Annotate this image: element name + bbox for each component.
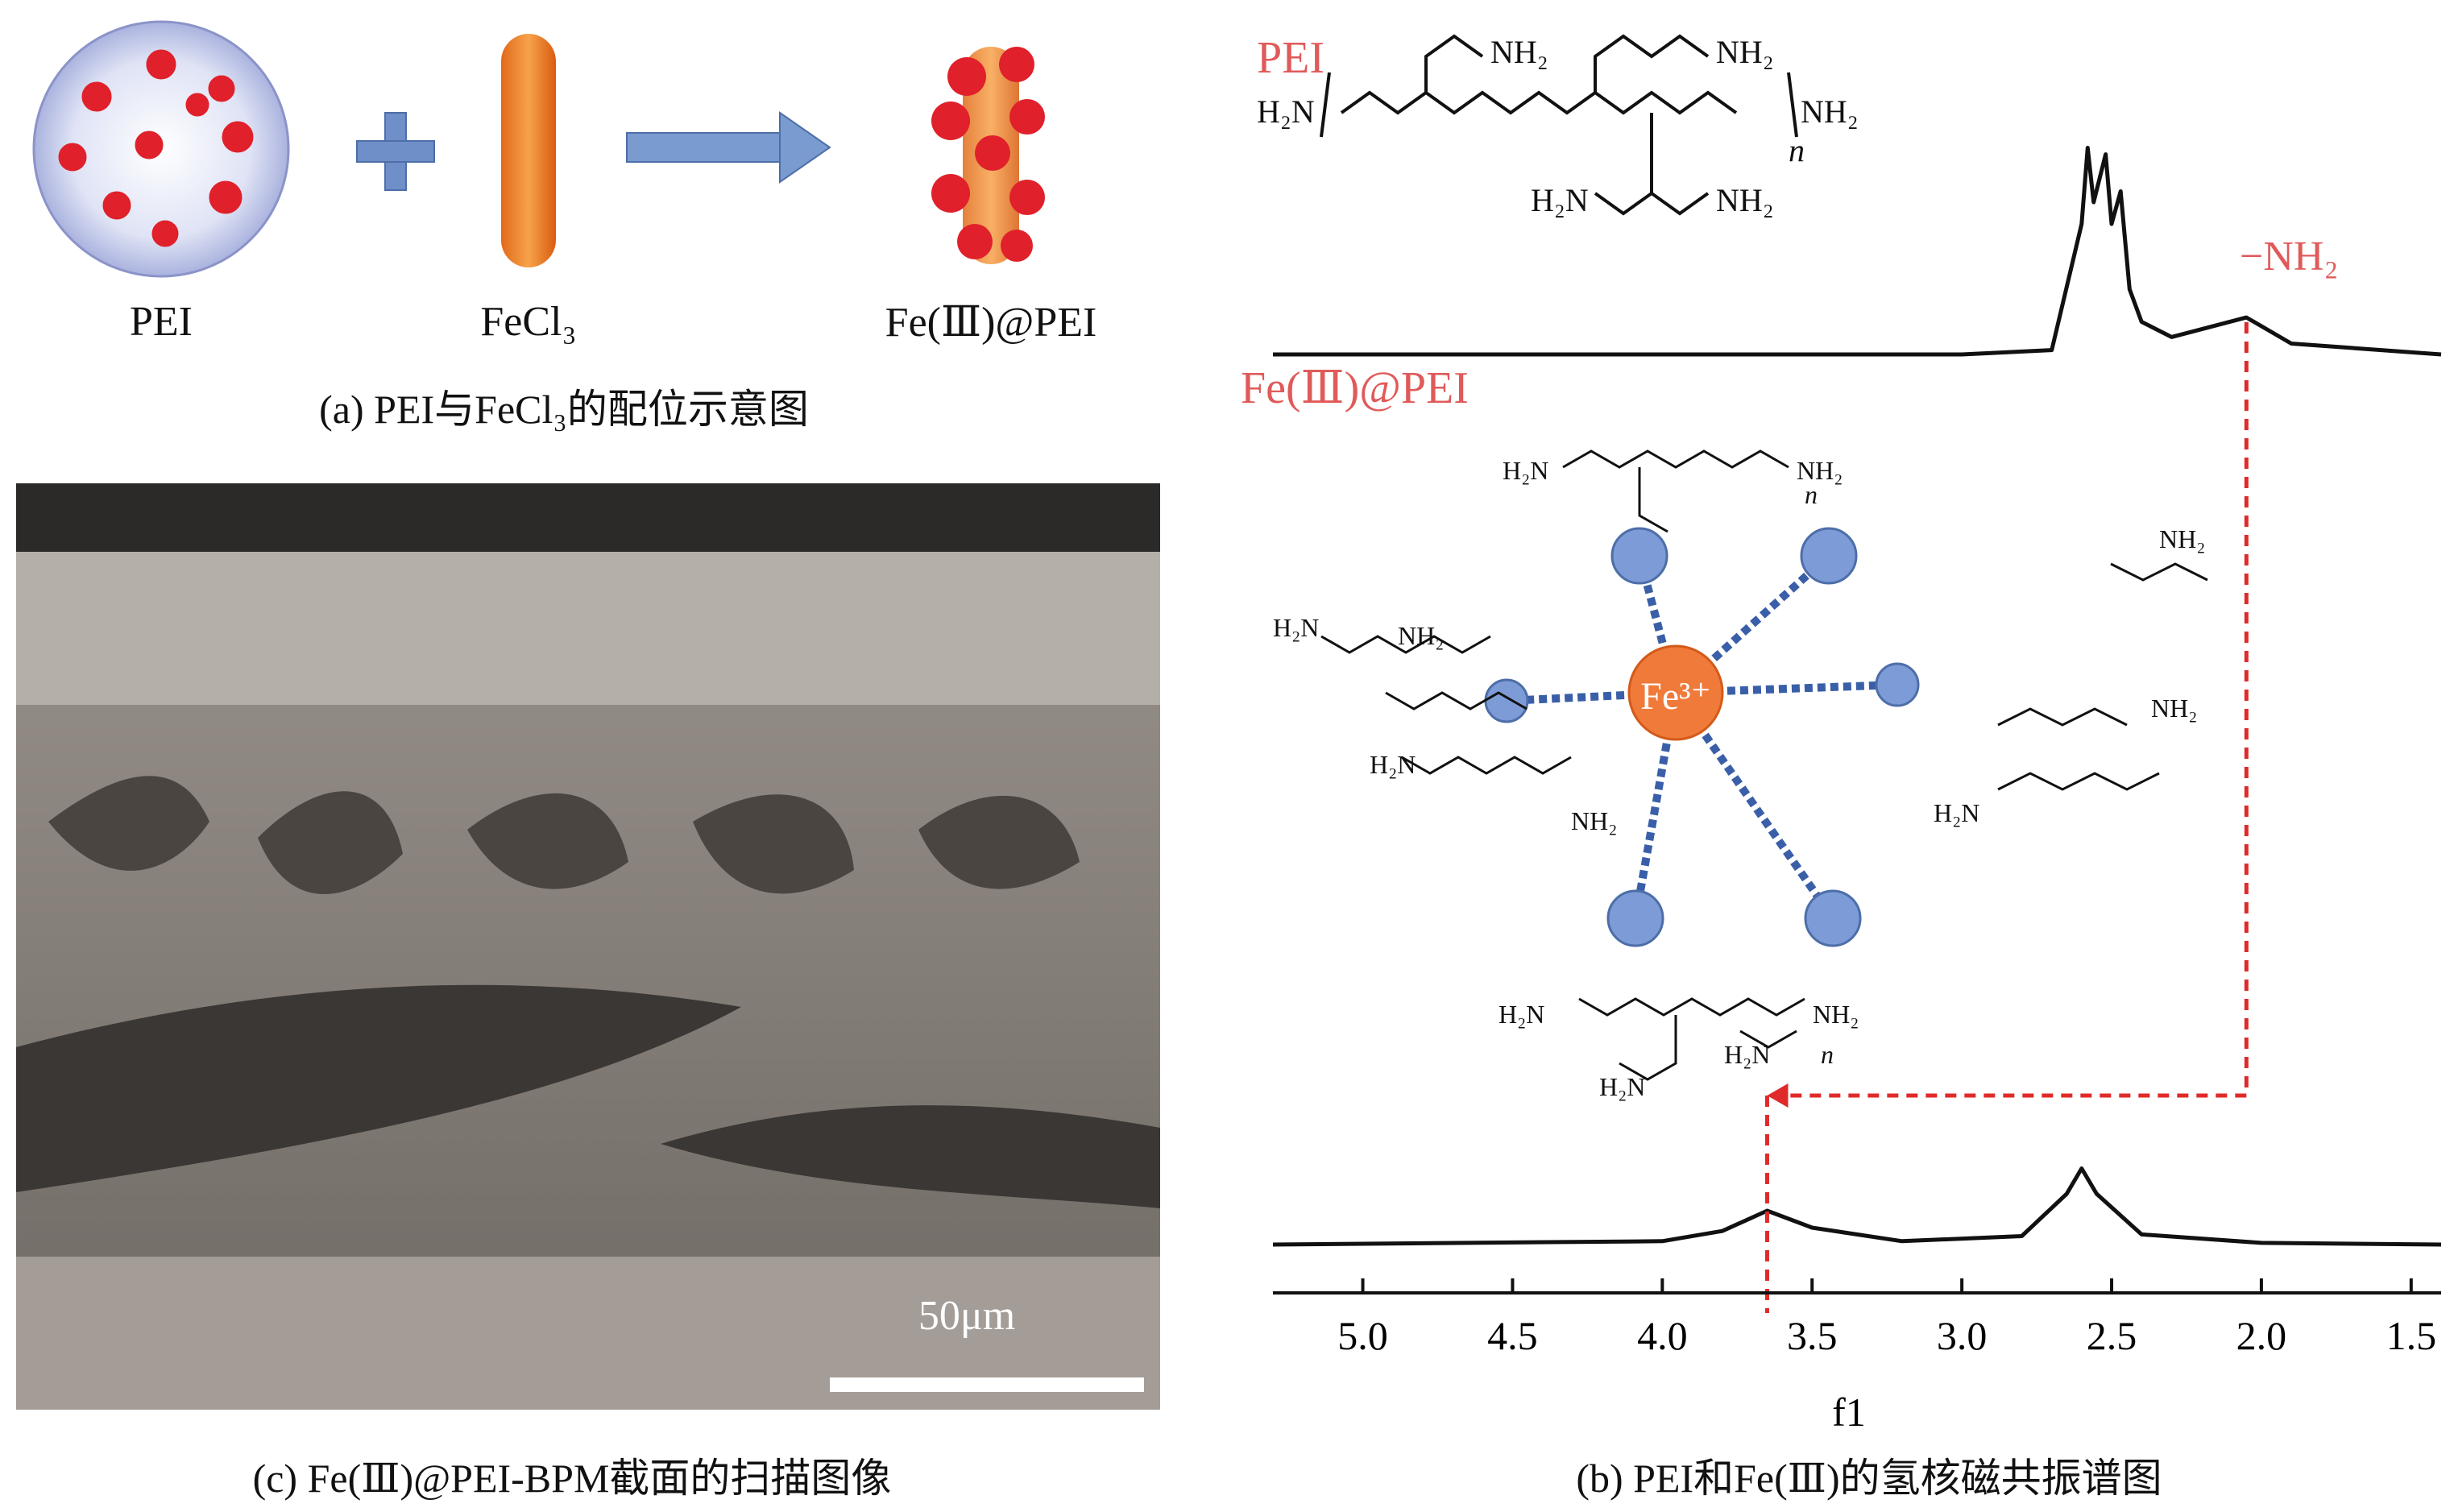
- reaction-arrow-icon: [626, 111, 831, 184]
- fe-pei-product-icon: [931, 47, 1045, 264]
- pei-subscript-n: n: [1789, 132, 1805, 168]
- nh2-label: −NH₂: [2240, 234, 2339, 280]
- plus-icon: [356, 112, 435, 191]
- pei-label-a: PEI: [130, 299, 193, 345]
- x-tick-label-0: 5.0: [1337, 1313, 1388, 1358]
- fe-pei-label-b: Fe(Ⅲ)@PEI: [1241, 363, 1469, 413]
- pei-nh2-1: NH₂: [1490, 34, 1548, 70]
- nmr-panel: PEI Fe(Ⅲ)@PEI −NH₂ H₂N NH₂ NH₂ NH₂ H₂N N…: [1241, 33, 2442, 1435]
- ligand-h2n-left: H₂N: [1273, 613, 1319, 642]
- ligand-h2n-right: H₂N: [1934, 798, 1979, 827]
- x-tick-label-6: 2.0: [2236, 1313, 2287, 1358]
- x-axis-label: f1: [1832, 1390, 1866, 1435]
- x-axis: 5.0 4.5 4.0 3.5 3.0 2.5 2.0 1.5: [1273, 1278, 2441, 1358]
- x-tick-label-4: 3.0: [1937, 1313, 1988, 1358]
- ligand-h2n-top: H₂N: [1503, 456, 1548, 485]
- ligand-nh2-left2: NH₂: [1571, 806, 1617, 835]
- pei-nh2-3: NH₂: [1801, 93, 1859, 130]
- ligand-h2n-bottom2: H₂N: [1599, 1072, 1645, 1101]
- sem-image: 50μm: [16, 483, 1160, 1410]
- fecl3-rod-icon: [501, 34, 556, 267]
- spectrum-line-1: [1273, 146, 2442, 357]
- spectra-group: [1272, 146, 2442, 1247]
- shift-arrow-icon: [1767, 1083, 1789, 1108]
- ligand-nh2-top: NH₂: [1797, 456, 1843, 485]
- pei-nh2-2: NH₂: [1716, 34, 1774, 70]
- fe-pei-label-a: Fe(Ⅲ)@PEI: [885, 300, 1097, 346]
- pei-nh2-4: NH₂: [1716, 182, 1774, 218]
- pei-label-b: PEI: [1257, 33, 1324, 83]
- pei-structure: [1320, 34, 1798, 216]
- caption-b: (b) PEI和Fe(Ⅲ)的氢核磁共振谱图: [1576, 1456, 2162, 1501]
- fe-center-label: Fe³⁺: [1640, 675, 1711, 718]
- x-tick-label-5: 2.5: [2087, 1313, 2137, 1358]
- ligand-sub-top: n: [1805, 480, 1818, 509]
- panel-a-schematic: [32, 20, 1045, 278]
- pei-h2n-2: H₂N: [1531, 182, 1589, 218]
- shift-guide: [1764, 322, 2249, 1313]
- x-tick-label-3: 3.5: [1787, 1313, 1838, 1358]
- spectrum-line-2: [1272, 1166, 2442, 1247]
- scale-bar: [830, 1377, 1144, 1392]
- pei-h2n-1: H₂N: [1257, 93, 1315, 130]
- caption-a: (a) PEI与FeCl₃的配位示意图: [319, 387, 809, 432]
- fecl3-label: FeCl₃: [480, 299, 577, 345]
- ligand-chains: [1320, 449, 2208, 1081]
- pei-sphere-icon: [32, 20, 290, 278]
- ligand-nh2-left: NH₂: [1398, 621, 1444, 650]
- caption-c: (c) Fe(Ⅲ)@PEI-BPM截面的扫描图像: [252, 1456, 892, 1501]
- ligand-nh2-right: NH₂: [2159, 524, 2205, 553]
- scale-bar-label: 50μm: [918, 1293, 1015, 1339]
- fe-complex: Fe³⁺: [1484, 527, 1920, 947]
- x-tick-label-7: 1.5: [2386, 1313, 2437, 1358]
- ligand-nh2-bottom: NH₂: [1813, 1000, 1859, 1029]
- ligand-h2n-bottom: H₂N: [1499, 1000, 1544, 1029]
- ligand-h2n-left2: H₂N: [1370, 750, 1416, 779]
- x-tick-label-2: 4.0: [1637, 1313, 1688, 1358]
- ligand-nh2-right2: NH₂: [2151, 694, 2197, 723]
- ligand-sub-bottom: n: [1821, 1040, 1834, 1069]
- x-tick-label-1: 4.5: [1487, 1313, 1538, 1358]
- ligand-h2n-bottom3: H₂N: [1724, 1040, 1770, 1069]
